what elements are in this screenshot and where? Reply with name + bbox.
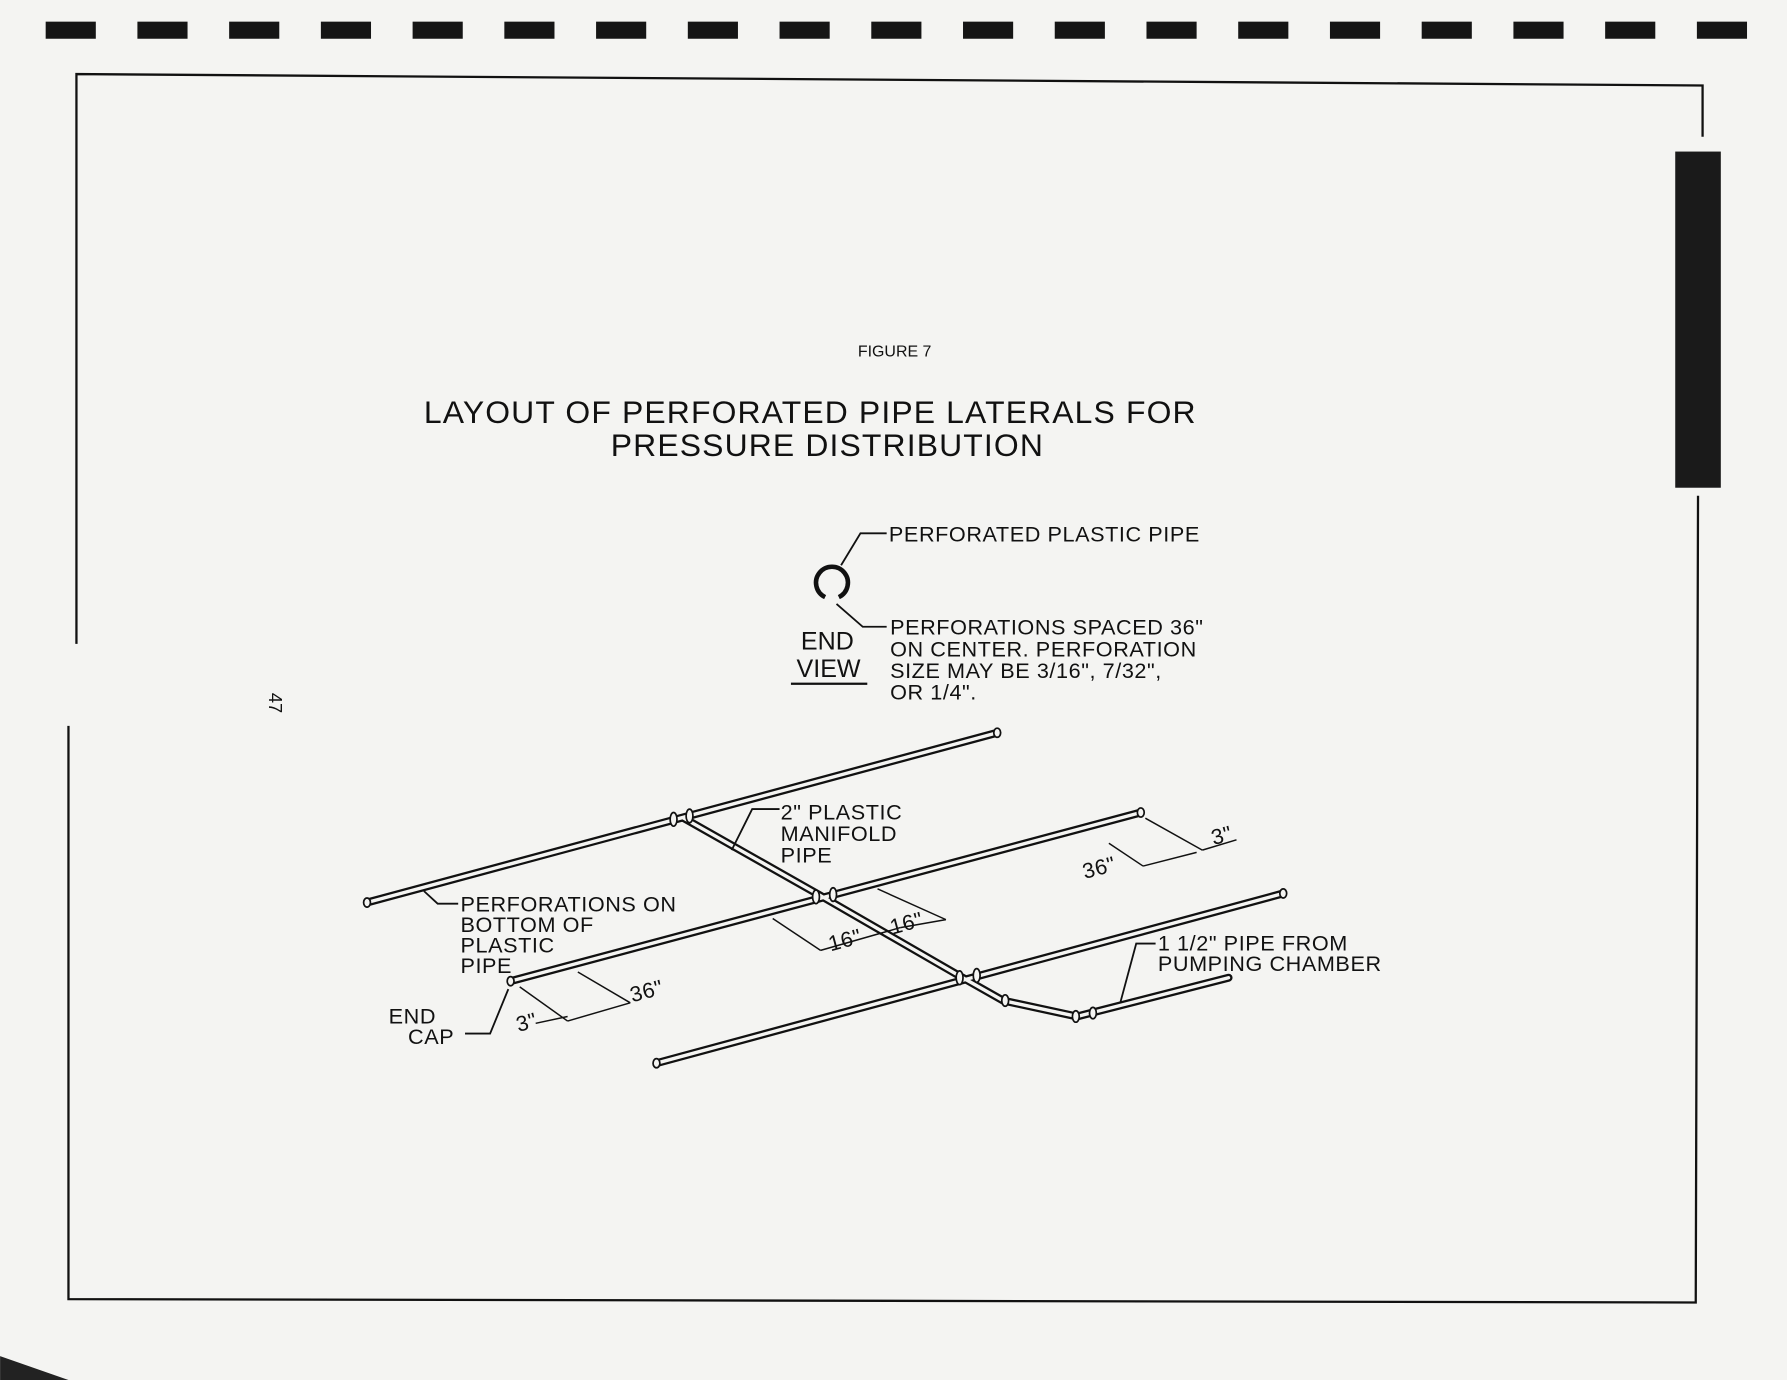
- perforations-callout: PIPE: [460, 953, 512, 978]
- binding-dash: [412, 21, 463, 39]
- dim-manifold-right: 16": [887, 907, 926, 940]
- binding-dashes: [45, 21, 1748, 39]
- binding-dash: [1421, 21, 1472, 39]
- end-view-detail: PERFORATED PLASTIC PIPE PERFORATIONS SPA…: [790, 521, 1203, 705]
- binding-dash: [504, 21, 555, 39]
- binding-dash: [596, 21, 647, 39]
- binding-dash: [1696, 21, 1748, 39]
- dim-spacing-right: 36": [1080, 851, 1119, 884]
- end-view-label: END: [801, 628, 854, 656]
- binding-dash: [687, 21, 738, 39]
- dim-spacing-left: 36": [627, 974, 666, 1007]
- figure-border-bottom: [67, 495, 1700, 1304]
- end-cap-callout: END: [389, 1003, 436, 1028]
- binding-dash: [1329, 21, 1381, 39]
- pipe-network: [362, 727, 1288, 1069]
- binding-dash: [1605, 21, 1656, 39]
- page-number: 47: [265, 693, 286, 713]
- supply-pipe-callout: 1 1/2" PIPE FROM: [1158, 930, 1348, 955]
- manifold-callout: MANIFOLD: [781, 821, 897, 846]
- end-cap-callout: CAP: [408, 1024, 454, 1049]
- figure-label: FIGURE 7: [858, 344, 932, 361]
- figure-title-line1: LAYOUT OF PERFORATED PIPE LATERALS FOR: [424, 394, 1197, 430]
- edge-tab: [1675, 151, 1721, 488]
- page-corner-edge: [0, 1356, 69, 1380]
- binding-dash: [963, 21, 1014, 39]
- binding-dash: [1513, 21, 1564, 39]
- figure-border: [75, 72, 1704, 644]
- note-line: SIZE MAY BE 3/16", 7/32",: [890, 658, 1162, 683]
- pipe-callout: PERFORATED PLASTIC PIPE: [889, 521, 1200, 546]
- dimension-lines: [519, 817, 1237, 1025]
- binding-dash: [137, 21, 188, 39]
- binding-dash: [871, 21, 922, 39]
- perforations-callout: BOTTOM OF: [460, 912, 593, 937]
- manifold-callout: 2" PLASTIC: [781, 799, 903, 824]
- manifold-callout: PIPE: [781, 843, 833, 868]
- figure-title-line2: PRESSURE DISTRIBUTION: [611, 427, 1044, 463]
- end-view-label: VIEW: [797, 655, 861, 683]
- note-line: PERFORATIONS SPACED 36": [890, 615, 1203, 640]
- binding-dash: [1054, 21, 1105, 39]
- binding-dash: [320, 21, 372, 39]
- dim-manifold-left: 16": [825, 923, 864, 956]
- dim-end-offset-right: 3": [1208, 820, 1235, 850]
- binding-dash: [45, 21, 96, 39]
- supply-pipe-callout: PUMPING CHAMBER: [1158, 951, 1382, 976]
- binding-dash: [1238, 21, 1289, 39]
- dim-end-offset-left: 3": [513, 1007, 540, 1037]
- perforations-callout: PERFORATIONS ON: [460, 892, 676, 917]
- binding-dash: [1146, 21, 1197, 39]
- note-line: OR 1/4".: [890, 680, 977, 705]
- note-line: ON CENTER. PERFORATION: [890, 636, 1197, 661]
- perforations-callout: PLASTIC: [460, 933, 554, 958]
- binding-dash: [229, 21, 280, 39]
- pipe-end-view-icon: [813, 564, 851, 600]
- binding-dash: [779, 21, 830, 39]
